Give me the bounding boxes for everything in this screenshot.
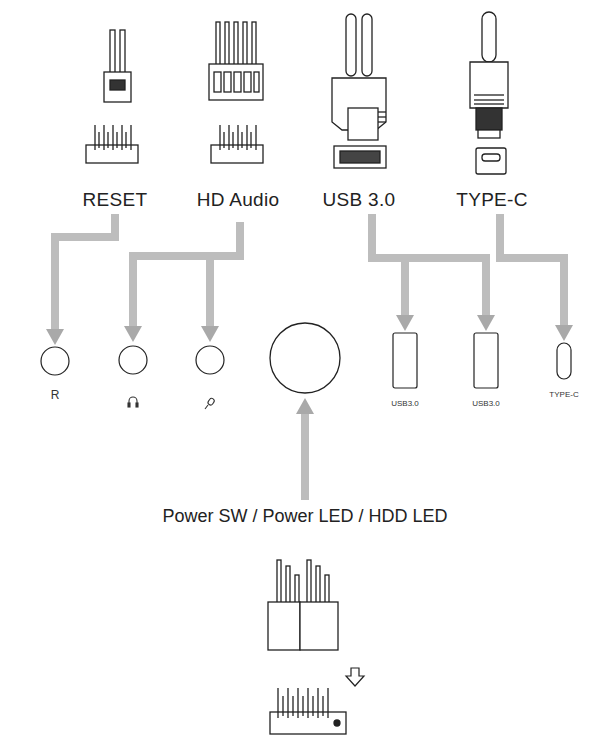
reset-plug <box>104 72 131 102</box>
routing-arrow <box>372 214 495 331</box>
typec-plug-tip <box>478 130 500 138</box>
audio-plug <box>209 64 263 100</box>
usb-header-slot <box>340 151 380 163</box>
mic-icon <box>205 397 215 409</box>
panel-header-pins <box>278 688 328 718</box>
arrowhead <box>555 325 573 341</box>
routing-arrow <box>372 214 414 331</box>
audio-plug-slots <box>214 72 259 92</box>
connector-label: RESET <box>83 189 148 211</box>
panel-connector-label: Power SW / Power LED / HDD LED <box>162 506 447 527</box>
insert-arrow <box>346 668 364 686</box>
typec-outline <box>556 342 572 380</box>
circle-outline <box>40 346 70 376</box>
panel-plug-pins <box>277 560 329 605</box>
usb-shape <box>393 333 417 388</box>
routing-arrow <box>46 214 115 345</box>
typec-cable <box>482 12 496 62</box>
routing-line <box>55 214 115 332</box>
connector-name: HD Audio <box>197 189 280 211</box>
reset-header <box>86 145 138 163</box>
routing-line <box>372 214 405 318</box>
panel-plug <box>268 602 300 650</box>
arrowhead <box>477 315 495 331</box>
panel-plug <box>300 602 338 650</box>
usb-port: USB3.0 <box>391 332 419 408</box>
connector-label: USB 3.0 <box>323 189 396 211</box>
reset-plug-latch <box>110 80 125 90</box>
usb-shape <box>474 333 498 388</box>
reset-pin <box>120 30 125 75</box>
connector-name: USB 3.0 <box>323 189 396 211</box>
connector-name: TYPE-C <box>456 189 527 211</box>
arrowhead <box>46 329 64 345</box>
reset-port: R <box>40 346 70 402</box>
typec-plug-neck <box>476 108 502 130</box>
usb-outline <box>392 332 418 389</box>
circle-shape <box>41 347 69 375</box>
typec-shape <box>557 343 571 379</box>
connector-label: HD Audio <box>197 189 280 211</box>
power-button <box>270 323 340 393</box>
audio-wires <box>216 22 256 67</box>
routing-line <box>372 214 486 318</box>
typec-receptacle-slot <box>482 154 500 161</box>
typec-port: TYPE-C <box>549 342 578 399</box>
usb-plug-ribs <box>378 112 386 122</box>
audio-header <box>211 145 263 163</box>
routing-arrow <box>500 214 573 341</box>
headphone-icon <box>128 397 138 407</box>
audio-arrowheads <box>124 326 219 342</box>
typec-plug-ribs <box>474 95 504 104</box>
port-label: USB3.0 <box>391 399 419 408</box>
power-arrow <box>296 398 314 500</box>
audio-header-pins <box>220 125 256 150</box>
typec-plug-body <box>470 62 508 108</box>
headphone-port <box>119 346 147 374</box>
usb-header <box>334 146 386 168</box>
port-label: USB3.0 <box>472 399 500 408</box>
usb-cable <box>362 14 372 76</box>
arrowhead <box>396 315 414 331</box>
port-label: R <box>51 388 60 402</box>
usb-port: USB3.0 <box>472 332 500 408</box>
connector-label: TYPE-C <box>456 189 527 211</box>
routing-line <box>500 214 564 328</box>
usb-plug-tip <box>348 108 378 140</box>
usb-outline <box>473 332 499 389</box>
reset-header-pins <box>95 125 131 150</box>
reset-pin <box>110 30 115 75</box>
connector-name: RESET <box>83 189 148 211</box>
usb-cable <box>346 14 356 76</box>
connector-name: Power SW / Power LED / HDD LED <box>162 506 447 527</box>
mic-port <box>196 346 224 374</box>
audio-routing-arrow <box>133 222 240 328</box>
port-label: TYPE-C <box>549 390 578 399</box>
pin1-marker <box>334 720 340 726</box>
typec-receptacle <box>476 148 506 174</box>
